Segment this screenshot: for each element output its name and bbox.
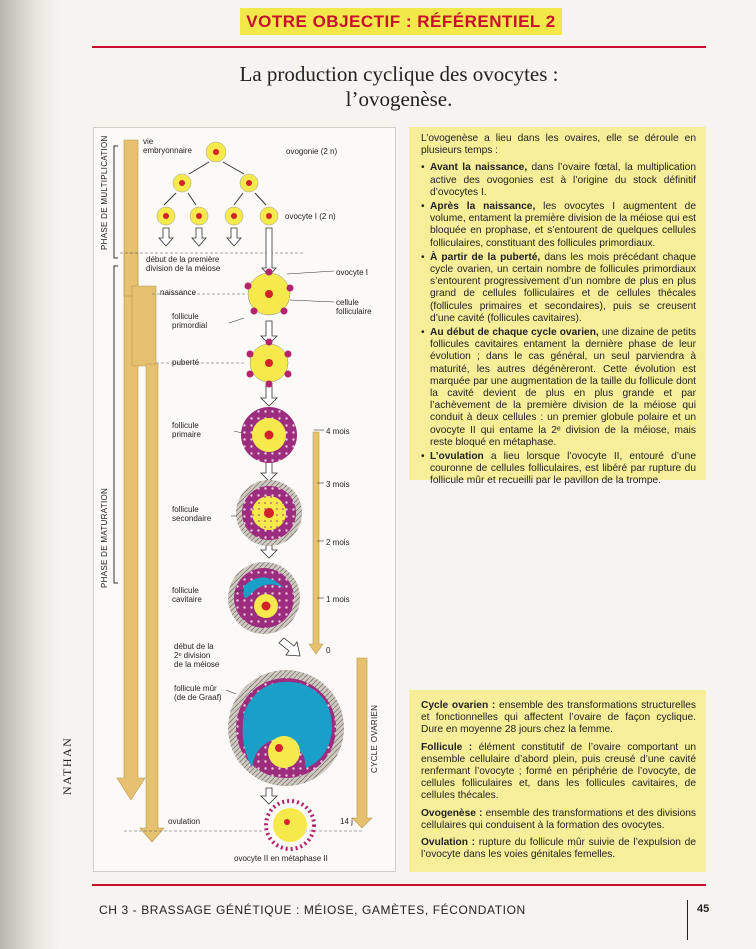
label-follicule-mur-2: (de de Graaf) bbox=[174, 693, 222, 702]
chapter-footer: CH 3 - BRASSAGE GÉNÉTIQUE : MÉIOSE, GAMÈ… bbox=[99, 903, 526, 917]
label-cellule: cellule bbox=[336, 298, 359, 307]
title-line-1: La production cyclique des ovocytes : bbox=[239, 62, 559, 86]
bracket-multiplication bbox=[113, 145, 118, 259]
stages-list: Avant la naissance, dans l’ovaire fœtal,… bbox=[421, 162, 696, 487]
label-follicule-secondaire-2: secondaire bbox=[172, 514, 212, 523]
label-ovocyte-1: ovocyte I bbox=[336, 268, 369, 277]
label-follicule-cavitaire-1: follicule bbox=[172, 586, 199, 595]
label-zero: 0 bbox=[326, 646, 331, 655]
secondary-follicle bbox=[231, 480, 302, 546]
label-follicule-primordial-1: follicule bbox=[172, 312, 199, 321]
stage-text: dans les mois précédant chaque cycle ova… bbox=[430, 251, 696, 324]
definition-item: Ovogenèse : ensemble des transformations… bbox=[421, 808, 696, 832]
white-arrows bbox=[260, 320, 301, 805]
label-naissance: naissance bbox=[160, 288, 197, 297]
label-follicule-primordial-2: primordial bbox=[172, 321, 208, 330]
label-ovocyte-1-2n: ovocyte I (2 n) bbox=[285, 212, 336, 221]
primary-follicle bbox=[233, 407, 297, 463]
label-debut-2: division de la méiose bbox=[146, 264, 221, 273]
label-vie: vie bbox=[143, 137, 154, 146]
stage-item: Au début de chaque cycle ovarien, une di… bbox=[421, 327, 696, 449]
ovogonia-tree bbox=[156, 141, 279, 277]
definition-text: rupture du follicule mûr suivie de l’exp… bbox=[421, 837, 696, 861]
stage-item: À partir de la puberté, dans les mois pr… bbox=[421, 252, 696, 325]
definition-text: élément constitutif de l’ovaire comporta… bbox=[421, 741, 696, 802]
stage-item: L’ovulation a lieu lorsque l’ovocyte II,… bbox=[421, 451, 696, 488]
definition-item: Follicule : élément constitutif de l’ova… bbox=[421, 742, 696, 803]
page-title: La production cyclique des ovocytes : l’… bbox=[92, 62, 706, 112]
label-debut-1: début de la première bbox=[146, 255, 220, 264]
label-phase-multiplication: PHASE DE MULTIPLICATION bbox=[100, 135, 109, 250]
stage-item: Après la naissance, les ovocytes I augme… bbox=[421, 201, 696, 250]
page-number-divider bbox=[687, 900, 688, 940]
label-ovogonie: ovogonie (2 n) bbox=[286, 147, 338, 156]
label-debut-2e-3: de la méiose bbox=[174, 660, 220, 669]
objective-banner: VOTRE OBJECTIF : RÉFÉRENTIEL 2 bbox=[240, 8, 562, 35]
step-arrows bbox=[131, 285, 165, 843]
definition-term: Ovogenèse : bbox=[421, 807, 483, 819]
label-2-mois: 2 mois bbox=[326, 538, 350, 547]
label-puberte: puberté bbox=[172, 358, 200, 367]
ovulated-oocyte bbox=[264, 799, 316, 851]
label-ovocyte-2: ovocyte II en métaphase II bbox=[234, 854, 328, 863]
label-follicule-cavitaire-2: cavitaire bbox=[172, 595, 202, 604]
stage-text: dans l’ovaire fœtal, la multiplication a… bbox=[430, 162, 696, 198]
mature-follicle bbox=[225, 670, 344, 786]
top-rule bbox=[92, 46, 706, 48]
label-phase-maturation: PHASE DE MATURATION bbox=[100, 487, 109, 588]
label-cycle-ovarien: CYCLE OVARIEN bbox=[370, 704, 379, 773]
definition-term: Ovulation : bbox=[421, 837, 476, 849]
ovogenesis-text-panel: L’ovogenèse a lieu dans les ovaires, ell… bbox=[409, 127, 706, 486]
definitions-panel: Cycle ovarien : ensemble des transformat… bbox=[409, 690, 706, 872]
label-follicule-mur-1: follicule mûr bbox=[174, 684, 217, 693]
definition-text: ensemble des transformations et des divi… bbox=[421, 807, 696, 831]
stage-item: Avant la naissance, dans l’ovaire fœtal,… bbox=[421, 162, 696, 199]
stage-text: les ovocytes I augmentent de volume, ent… bbox=[430, 201, 696, 249]
label-14-j: 14 j bbox=[340, 817, 353, 826]
stage-title: Avant la naissance, bbox=[430, 162, 528, 174]
page-gutter-shadow bbox=[0, 0, 60, 949]
definition-term: Cycle ovarien : bbox=[421, 700, 496, 711]
stage-title: À partir de la puberté, bbox=[430, 251, 541, 263]
title-line-2: l’ovogenèse. bbox=[345, 87, 453, 111]
primordial-follicle bbox=[228, 268, 335, 324]
label-folliculaire: folliculaire bbox=[336, 307, 372, 316]
ovogenesis-diagram: PHASE DE MULTIPLICATION PHASE DE MATURAT… bbox=[93, 127, 396, 872]
label-debut-2e-2: 2ᵉ division bbox=[174, 651, 211, 660]
label-follicule-secondaire-1: follicule bbox=[172, 505, 199, 514]
puberty-follicle bbox=[246, 338, 292, 388]
stage-text: a lieu lorsque l’ovocyte II, entouré d’u… bbox=[430, 451, 696, 487]
label-ovulation: ovulation bbox=[168, 817, 201, 826]
publisher-mark: NATHAN bbox=[60, 736, 74, 795]
definition-item: Cycle ovarien : ensemble des transformat… bbox=[421, 700, 696, 737]
cavitary-follicle bbox=[228, 562, 300, 634]
label-embryonnaire: embryonnaire bbox=[143, 146, 192, 155]
definition-text: ensemble des transformations structurell… bbox=[421, 700, 697, 736]
definition-item: Ovulation : rupture du follicule mûr sui… bbox=[421, 837, 696, 861]
label-follicule-primaire-2: primaire bbox=[172, 430, 201, 439]
label-debut-2e-1: début de la bbox=[174, 642, 214, 651]
label-3-mois: 3 mois bbox=[326, 480, 350, 489]
page-number: 45 bbox=[697, 903, 710, 915]
cycle-timeline bbox=[308, 431, 373, 829]
bottom-rule bbox=[92, 884, 706, 886]
stage-text: une dizaine de petits follicules cavitai… bbox=[430, 327, 696, 448]
time-arrow-left bbox=[116, 139, 146, 801]
diagram-drawing bbox=[113, 139, 373, 851]
label-4-mois: 4 mois bbox=[326, 427, 350, 436]
definition-term: Follicule : bbox=[421, 741, 473, 753]
bracket-maturation bbox=[113, 265, 118, 584]
stage-title: Au début de chaque cycle ovarien, bbox=[430, 327, 599, 339]
label-follicule-primaire-1: follicule bbox=[172, 421, 199, 430]
panel-intro: L’ovogenèse a lieu dans les ovaires, ell… bbox=[421, 133, 696, 157]
stage-title: Après la naissance, bbox=[430, 201, 536, 213]
label-1-mois: 1 mois bbox=[326, 595, 350, 604]
stage-title: L’ovulation bbox=[430, 451, 484, 463]
